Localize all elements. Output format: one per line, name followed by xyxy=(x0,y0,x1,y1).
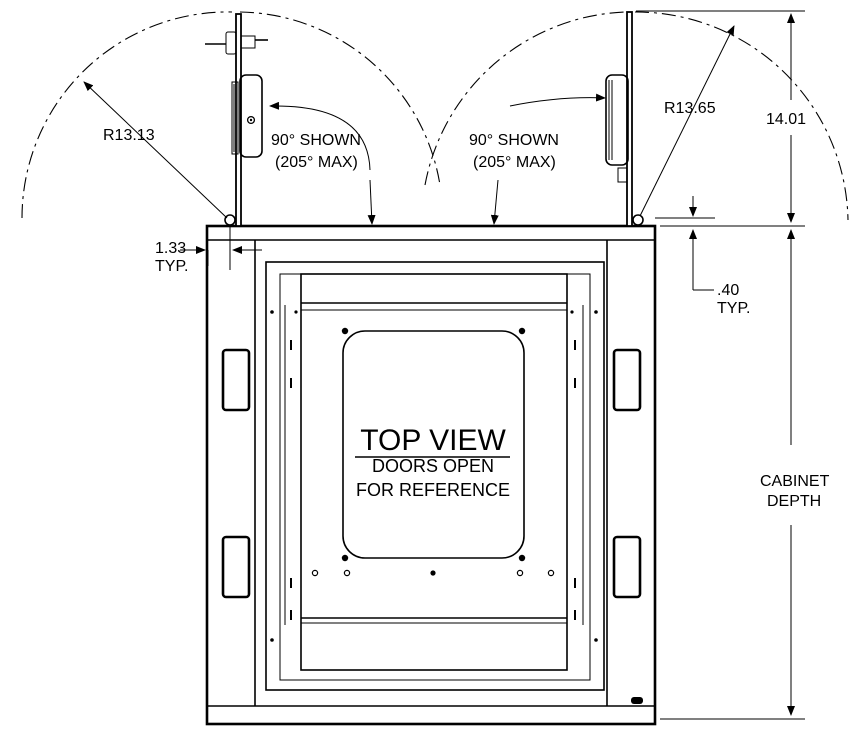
left-door-swing-arc xyxy=(21,11,441,219)
depth-dimension-line1: CABINET xyxy=(760,473,830,490)
cabinet-cutout xyxy=(342,330,525,559)
offset-dimension xyxy=(180,226,262,270)
view-subtitle-line2: FOR REFERENCE xyxy=(356,480,510,500)
right-radius-label: R13.65 xyxy=(664,100,716,117)
left-radius-label: R13.13 xyxy=(103,127,155,144)
height-dimension-label: 14.01 xyxy=(766,111,806,128)
cabinet-outline xyxy=(205,224,657,726)
cable-pass-openings xyxy=(221,348,642,599)
depth-dimension xyxy=(660,229,805,720)
view-subtitle-line1: DOORS OPEN xyxy=(372,456,494,476)
right-swing-angle-line1: 90° SHOWN xyxy=(469,132,559,149)
left-door-panel xyxy=(205,13,268,227)
left-swing-angle-line2: (205° MAX) xyxy=(275,154,358,171)
view-title: TOP VIEW xyxy=(360,424,506,457)
gap-dimension xyxy=(655,196,715,291)
mounting-holes xyxy=(270,310,643,704)
swing-angle-leaders xyxy=(269,93,606,225)
gap-dimension-label: .40 xyxy=(717,282,739,299)
right-swing-angle-line2: (205° MAX) xyxy=(473,154,556,171)
right-door-panel xyxy=(605,11,644,227)
depth-dimension-line2: DEPTH xyxy=(767,493,821,510)
offset-dimension-label: 1.33 xyxy=(155,240,186,257)
right-door-swing-arc xyxy=(424,11,849,221)
gap-typ-label: TYP. xyxy=(717,300,751,317)
offset-typ-label: TYP. xyxy=(155,258,189,275)
left-swing-angle-line1: 90° SHOWN xyxy=(271,132,361,149)
height-dimension xyxy=(636,10,805,227)
radius-leaders xyxy=(83,25,735,219)
